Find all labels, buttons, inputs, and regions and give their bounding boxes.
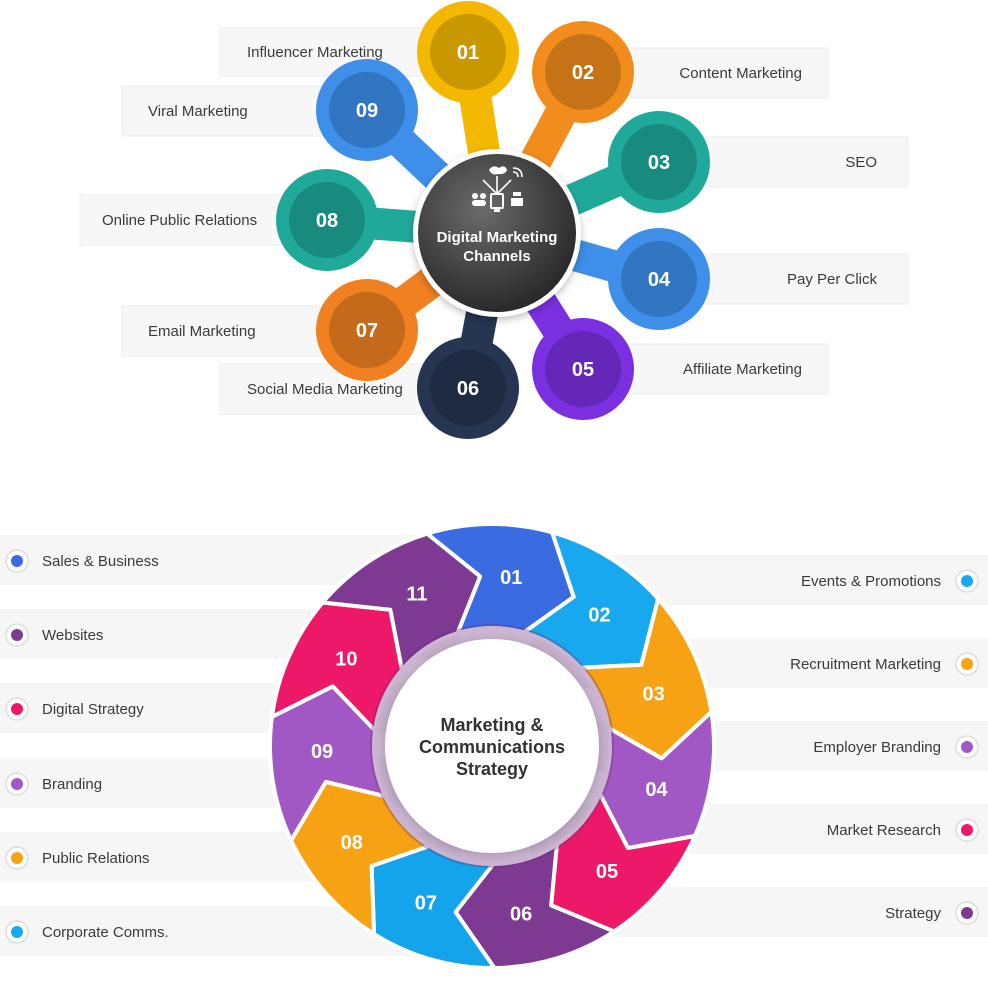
channel-label: Content Marketing (679, 65, 802, 82)
strategy-segment-number: 03 (643, 683, 665, 705)
channel-number: 05 (572, 359, 594, 381)
channels-diagram: Digital Marketing Channels 01 Influencer … (79, 1, 909, 439)
channel-bubble (316, 279, 418, 381)
channel-texts: 01 Influencer Marketing 02 Content Marketin… (102, 42, 877, 400)
channel-label: Influencer Marketing (247, 44, 383, 61)
strategy-segment (320, 531, 483, 672)
channel-bubble (316, 59, 418, 161)
channel-label: Affiliate Marketing (683, 361, 802, 378)
channel-label: Pay Per Click (787, 271, 878, 288)
strategy-ring (268, 522, 716, 970)
bullet-dot-icon (955, 569, 979, 593)
channel-bubble-inner (621, 124, 697, 200)
channel-bubble-inner (329, 72, 405, 148)
strategy-label-box (530, 721, 988, 771)
strategy-hub-line2: Communications (419, 737, 565, 757)
strategy-segment-number: 06 (510, 903, 532, 925)
channel-bubble-inner (545, 331, 621, 407)
channel-label: Viral Marketing (148, 103, 248, 120)
channel-number: 06 (457, 378, 479, 400)
strategy-right-label: Events & Promotions (801, 573, 941, 590)
bullet-dot-icon (955, 735, 979, 759)
strategy-segment-number: 09 (311, 741, 333, 763)
bullet-dot-icon (955, 818, 979, 842)
bullet-dot-icon (5, 772, 29, 796)
strategy-segment-number: 10 (335, 648, 357, 670)
channels-hub-title-line1: Digital Marketing (437, 229, 558, 246)
channel-bubble-inner (289, 182, 365, 258)
channel-label: Online Public Relations (102, 212, 257, 229)
strategy-segment-number: 01 (500, 567, 522, 589)
channel-bubble (276, 169, 378, 271)
channels-hub-circle (418, 154, 576, 312)
channel-number: 03 (648, 152, 670, 174)
strategy-right-label: Market Research (827, 822, 941, 839)
strategy-diagram: Marketing & Communications Strategy 01 02… (0, 522, 988, 970)
channel-bubble (608, 111, 710, 213)
bullet-dot-icon (955, 901, 979, 925)
channel-bubble (532, 21, 634, 123)
strategy-hub: Marketing & Communications Strategy (370, 624, 614, 868)
channel-number: 09 (356, 100, 378, 122)
strategy-left-label: Digital Strategy (42, 701, 144, 718)
strategy-right-label: Employer Branding (813, 739, 941, 756)
channel-bubble-inner (430, 350, 506, 426)
channel-label: SEO (845, 154, 877, 171)
channels-hub: Digital Marketing Channels (413, 149, 581, 317)
strategy-left-label: Corporate Comms. (42, 924, 169, 941)
channel-label: Social Media Marketing (247, 381, 403, 398)
strategy-hub-line3: Strategy (456, 759, 528, 779)
strategy-segment-number: 11 (406, 583, 427, 605)
strategy-left-label: Public Relations (42, 850, 150, 867)
bullet-dot-icon (5, 623, 29, 647)
channel-bubble (608, 228, 710, 330)
channel-bubble-inner (621, 241, 697, 317)
channel-number: 02 (572, 62, 594, 84)
channels-hub-title-line2: Channels (463, 248, 531, 265)
channel-bubble (417, 1, 519, 103)
bullet-dot-icon (5, 920, 29, 944)
bullet-dot-icon (5, 697, 29, 721)
strategy-segment-number: 07 (415, 893, 437, 915)
channel-bubble-inner (430, 14, 506, 90)
channel-bubble (417, 337, 519, 439)
strategy-right-label: Recruitment Marketing (790, 656, 941, 673)
strategy-segment-numbers: 01 02 03 04 05 06 07 08 09 10 11 (311, 567, 668, 925)
channel-bubble-inner (545, 34, 621, 110)
channel-bubble (532, 318, 634, 420)
channel-number: 04 (648, 269, 671, 291)
strategy-right-label: Strategy (885, 905, 941, 922)
broadcast-icon (472, 166, 523, 212)
strategy-left-label: Websites (42, 627, 103, 644)
bullet-dot-icon (955, 652, 979, 676)
strategy-hub-circle (385, 639, 599, 853)
channel-number: 01 (457, 42, 479, 64)
channel-bubble-inner (329, 292, 405, 368)
strategy-left-label: Branding (42, 776, 102, 793)
channel-number: 07 (356, 320, 378, 342)
strategy-segment-number: 05 (596, 861, 618, 883)
strategy-hub-line1: Marketing & (440, 715, 543, 735)
strategy-left-label: Sales & Business (42, 553, 159, 570)
channel-number: 08 (316, 210, 338, 232)
channel-bubbles (276, 1, 710, 439)
bullet-dot-icon (5, 846, 29, 870)
channel-label: Email Marketing (148, 323, 256, 340)
strategy-segment-number: 02 (588, 604, 610, 626)
strategy-segment-number: 04 (645, 779, 668, 801)
strategy-segment-number: 08 (341, 832, 363, 854)
bullet-dot-icon (5, 549, 29, 573)
